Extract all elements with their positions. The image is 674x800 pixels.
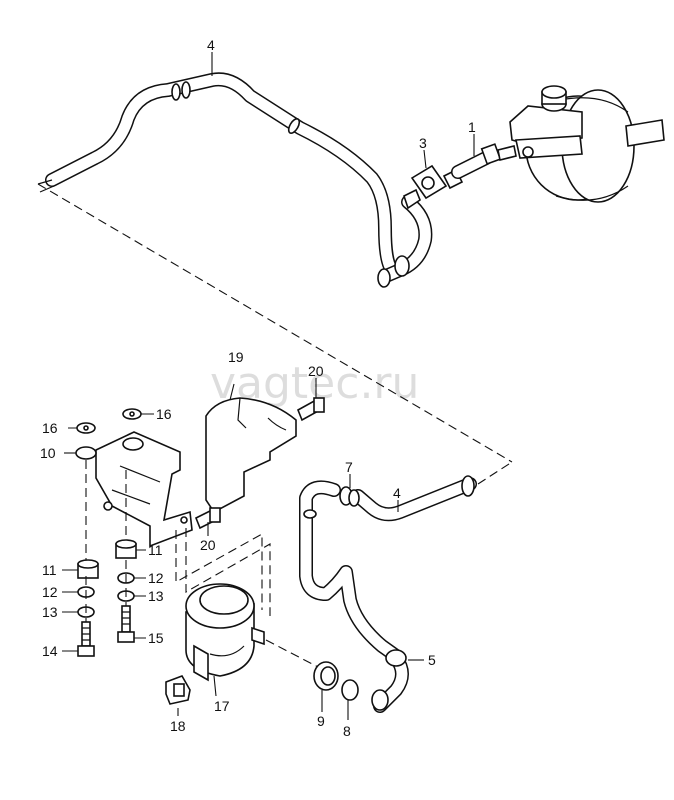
callout-12-right: 12: [148, 570, 164, 586]
rubber-mount-11-left: [77, 559, 99, 579]
callout-13-right: 13: [148, 588, 164, 604]
callout-12-left: 12: [42, 584, 58, 600]
nut-part-9: [313, 661, 339, 712]
brake-booster: [509, 85, 665, 203]
callout-18: 18: [170, 718, 186, 734]
callout-4-top: 4: [207, 37, 215, 53]
secondary-air-pump-part-17: [185, 583, 265, 682]
callout-8: 8: [343, 723, 351, 739]
hose-part-1: [451, 143, 517, 179]
callout-5: 5: [428, 652, 436, 668]
upper-vacuum-hose: [37, 72, 433, 288]
mounting-bracket-part-10: [95, 431, 193, 548]
dashed-connection-line: [37, 183, 513, 463]
callout-19: 19: [228, 349, 244, 365]
callout-16-left: 16: [42, 420, 58, 436]
callout-14: 14: [42, 643, 58, 659]
clamp-part-8: [341, 679, 359, 720]
dashed-mount-frame: [175, 530, 263, 610]
callout-1: 1: [468, 119, 476, 135]
bolt-15: [117, 605, 135, 643]
callout-9: 9: [317, 713, 325, 729]
callout-3: 3: [419, 135, 427, 151]
rubber-mount-11-right: [115, 539, 137, 559]
leader-17: [213, 675, 217, 697]
lower-pressure-hose: [299, 475, 477, 713]
gasket-10: [75, 446, 97, 460]
callout-16-right: 16: [156, 406, 172, 422]
dashed-mount-frame-2: [185, 528, 271, 616]
callout-11-right: 11: [148, 542, 163, 558]
callout-15: 15: [148, 630, 164, 646]
leader-3: [423, 149, 427, 169]
dash-pump-to-nut: [265, 639, 321, 669]
callout-17: 17: [214, 698, 230, 714]
heat-shield-part-19: [205, 383, 297, 514]
callout-13-left: 13: [42, 604, 58, 620]
dashed-connection-short: [477, 461, 513, 485]
callout-11-left: 11: [42, 562, 57, 578]
callout-20-top: 20: [308, 363, 324, 379]
callout-4-mid: 4: [393, 485, 401, 501]
callout-20-bottom: 20: [200, 537, 216, 553]
callout-10: 10: [40, 445, 56, 461]
bolt-20-upper: [296, 378, 325, 422]
connector-part-18: [165, 675, 191, 716]
callout-7: 7: [345, 459, 353, 475]
clamp-part-7: [339, 474, 360, 507]
bolt-14: [77, 621, 95, 657]
bolt-20-lower: [194, 507, 221, 536]
